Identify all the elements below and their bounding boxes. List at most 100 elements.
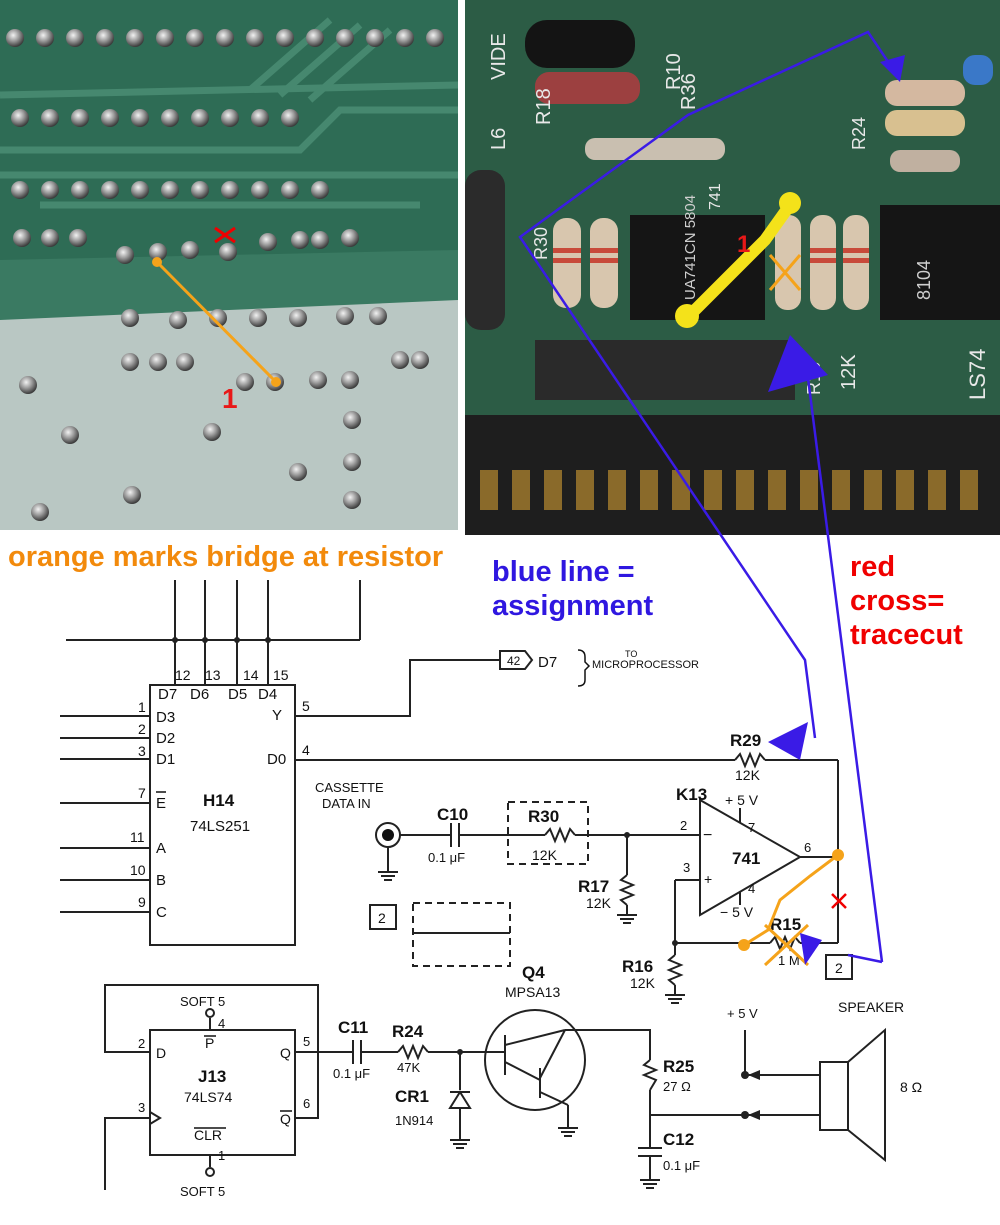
svg-text:R24: R24 [392,1022,424,1041]
svg-text:C: C [156,904,167,921]
svg-text:1: 1 [138,699,146,715]
r30-label: R30 [531,227,551,260]
svg-text:1: 1 [218,1148,225,1163]
svg-text:P: P [205,1035,214,1051]
blue-arrow-r15 [800,933,822,965]
svg-text:11: 11 [130,829,145,845]
svg-text:8 Ω: 8 Ω [900,1079,922,1095]
svg-text:1N914: 1N914 [395,1113,433,1128]
svg-text:Y: Y [272,707,282,724]
svg-text:5: 5 [302,698,310,714]
svg-text:CLR: CLR [194,1127,222,1143]
svg-text:0.1 μF: 0.1 μF [663,1158,700,1173]
blue-arrow-photo-top [880,55,905,82]
svg-text:Q4: Q4 [522,963,545,982]
orange-bridge-line [155,260,278,384]
svg-text:42: 42 [507,654,521,668]
svg-text:14: 14 [243,667,259,683]
svg-text:+ 5 V: + 5 V [727,1006,758,1021]
svg-text:R30: R30 [528,807,559,826]
svg-text:47K: 47K [397,1060,420,1075]
svg-text:D: D [156,1045,166,1061]
svg-text:−: − [703,827,712,844]
svg-text:9: 9 [138,894,146,910]
svg-text:SPEAKER: SPEAKER [838,999,904,1015]
r12k-label: 12K [838,354,860,390]
svg-text:2: 2 [138,1036,145,1051]
svg-text:D0: D0 [267,751,286,768]
svg-text:E: E [156,795,166,812]
svg-text:R17: R17 [578,877,609,896]
svg-text:12K: 12K [586,895,612,911]
svg-text:D5: D5 [228,686,247,703]
svg-text:7: 7 [748,820,755,835]
svg-text:7: 7 [138,785,146,801]
svg-text:4: 4 [748,881,755,896]
r24-label: R24 [849,117,869,150]
h14-box [149,684,296,946]
svg-text:+: + [704,871,712,887]
svg-text:+ 5 V: + 5 V [725,792,759,808]
svg-text:Q: Q [280,1045,291,1061]
pcb-photo-left: 1 [0,0,458,530]
svg-text:Q: Q [280,1111,291,1127]
svg-text:0.1 μF: 0.1 μF [333,1066,370,1081]
svg-text:SOFT 5: SOFT 5 [180,1184,225,1199]
num741-label: 741 [707,183,724,210]
svg-text:12K: 12K [532,847,558,863]
svg-text:D1: D1 [156,751,175,768]
red-cross-schematic-icon [831,893,847,909]
svg-text:2: 2 [138,721,146,737]
svg-text:D7: D7 [158,686,177,703]
svg-text:C10: C10 [437,805,468,824]
ic-741-label: UA741CN 5804 [682,195,699,300]
svg-text:12K: 12K [735,767,761,783]
svg-text:− 5 V: − 5 V [720,904,754,920]
svg-text:R15: R15 [770,915,801,934]
svg-text:B: B [156,872,166,889]
ls74-label: LS74 [965,349,990,400]
svg-text:74LS74: 74LS74 [184,1089,232,1105]
svg-text:R29: R29 [730,731,761,750]
svg-text:15: 15 [273,667,289,683]
yellow-bridge-line [681,199,796,324]
svg-text:10: 10 [130,862,146,878]
op-amp-k13 [699,798,803,917]
svg-text:C12: C12 [663,1130,694,1149]
red-note: red cross= tracecut [850,551,963,651]
svg-text:2: 2 [378,910,386,926]
svg-text:R25: R25 [663,1057,694,1076]
svg-text:SOFT 5: SOFT 5 [180,994,225,1009]
svg-text:1 M: 1 M [778,953,800,968]
h14-ref: H14 [203,791,235,810]
pin1-marker-right: 1 [737,231,750,258]
svg-text:DATA IN: DATA IN [322,796,371,811]
svg-text:C11: C11 [338,1018,368,1037]
l6-label: L6 [488,128,510,150]
svg-text:TO: TO [625,649,637,659]
svg-text:D3: D3 [156,709,175,726]
pcb-photo-right: UA741CN 5804 8104 R18 R10 R36 L6 R30 R24… [465,0,1000,535]
svg-text:J13: J13 [198,1067,226,1086]
svg-text:MICROPROCESSOR: MICROPROCESSOR [592,659,699,671]
blue-assignment-lines [518,30,897,963]
orange-note: orange marks bridge at resistor [8,541,444,573]
svg-text:4: 4 [218,1016,225,1031]
svg-text:CR1: CR1 [395,1087,429,1106]
svg-text:6: 6 [804,840,811,855]
svg-text:D6: D6 [190,686,209,703]
blue-arrow-r29 [768,722,808,760]
svg-text:A: A [156,840,166,857]
j13-box [149,1029,296,1156]
svg-text:5: 5 [303,1034,310,1049]
svg-text:2: 2 [835,960,843,976]
svg-text:D7: D7 [538,654,557,671]
r10-label: R10 [663,53,685,90]
svg-text:D2: D2 [156,730,175,747]
blue-note: blue line = assignment [492,556,654,622]
red-cross-tracecut-icon [214,226,236,244]
svg-text:3: 3 [683,860,690,875]
ic-8104-label: 8104 [914,260,934,300]
pin1-marker: 1 [222,383,238,414]
